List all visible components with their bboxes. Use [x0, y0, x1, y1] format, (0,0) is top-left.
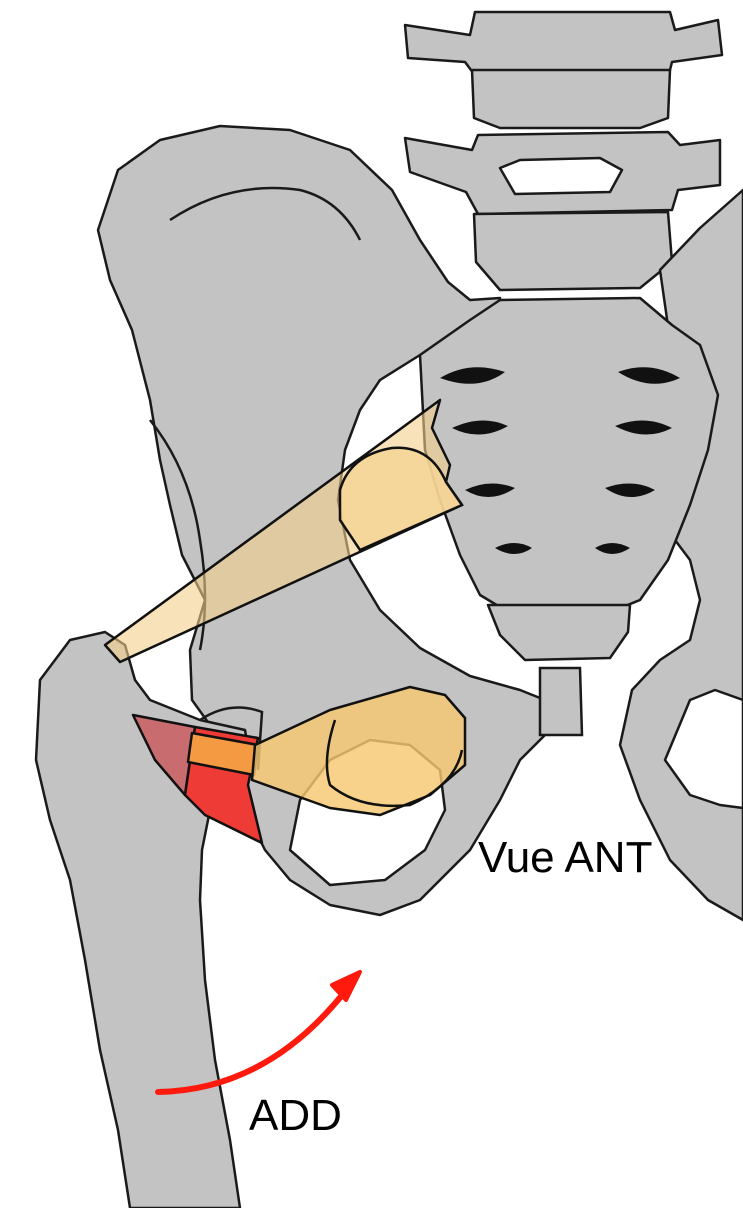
movement-label: ADD	[249, 1094, 342, 1138]
movement-arrow-head	[332, 972, 360, 1000]
lumbar-spine	[405, 12, 722, 290]
vertebra-spinous-slot	[500, 158, 622, 194]
vertebra-body-lower	[474, 212, 672, 290]
coccyx	[488, 605, 630, 660]
view-label: Vue ANT	[478, 836, 652, 880]
pubic-symphysis	[540, 668, 582, 735]
sacrum-body	[420, 298, 718, 610]
sacrum	[420, 298, 718, 660]
vertebra-body-upper	[472, 70, 670, 128]
